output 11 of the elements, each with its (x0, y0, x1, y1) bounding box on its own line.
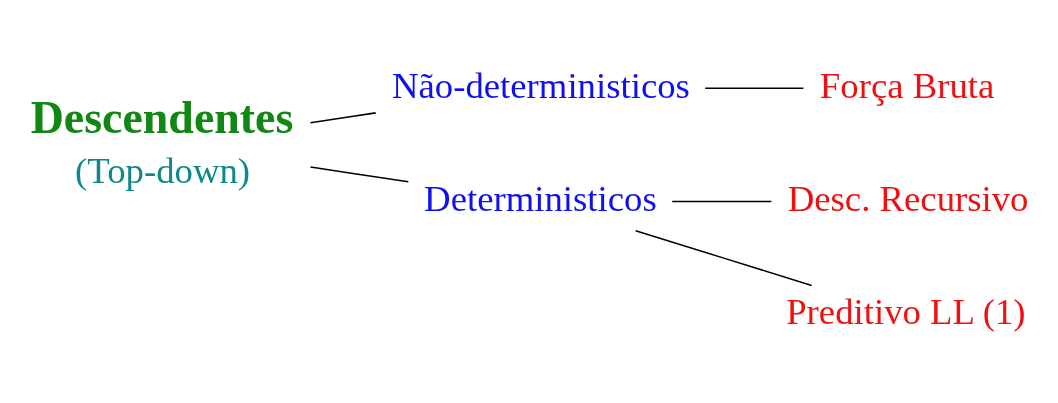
node-text: Deterministicos (424, 177, 657, 219)
connector (704, 87, 805, 89)
connector (309, 112, 377, 124)
node-text: Desc. Recursivo (787, 177, 1029, 219)
node-text: Descendentes (Top-down) (30, 91, 294, 192)
node-text: Não-deterministicos (391, 64, 690, 106)
connector (309, 166, 410, 183)
node-text: Preditivo LL (1) (786, 291, 1026, 333)
connector (671, 200, 773, 203)
node-text: Força Bruta (819, 64, 995, 106)
connector (634, 229, 813, 287)
